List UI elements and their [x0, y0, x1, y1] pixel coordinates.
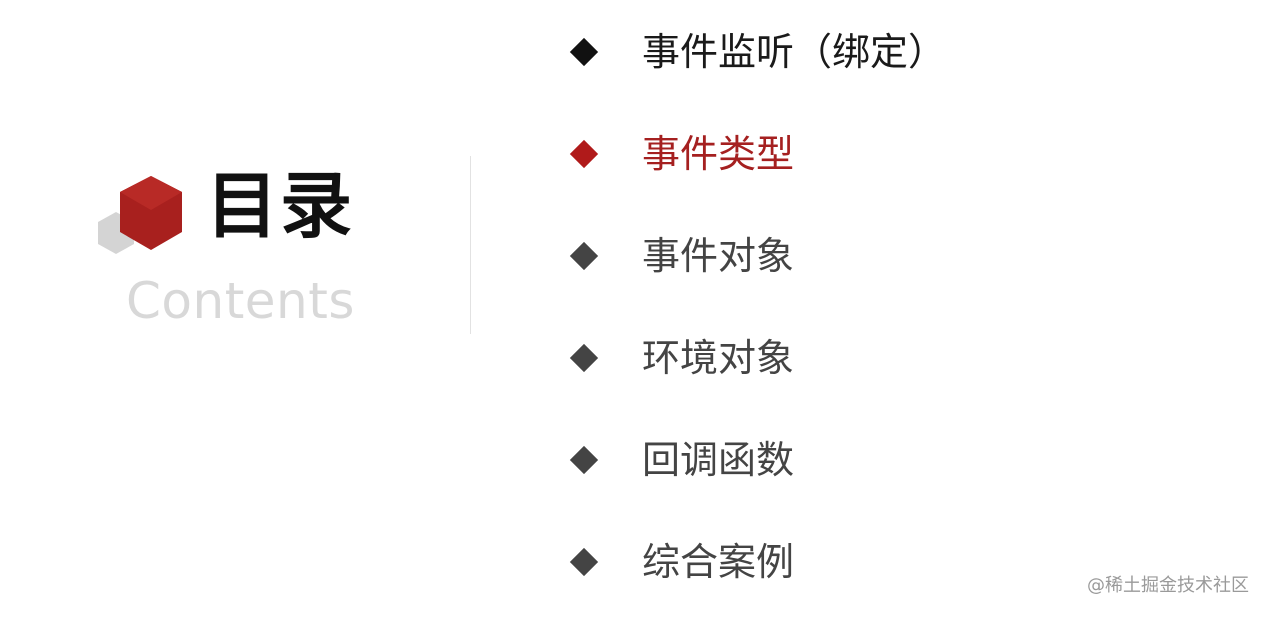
toc-item-environment-object[interactable]: 环境对象	[564, 334, 946, 436]
toc-item-comprehensive-case[interactable]: 综合案例	[564, 538, 946, 640]
toc-item-event-types[interactable]: 事件类型	[564, 130, 946, 232]
toc-menu: 事件监听（绑定） 事件类型 事件对象 环境对象 回调函数 综合案例	[564, 28, 946, 640]
diamond-bullet-icon	[564, 130, 604, 178]
diamond-bullet-icon	[564, 334, 604, 382]
hexagon-logo-icon	[98, 174, 188, 260]
diamond-bullet-icon	[564, 538, 604, 586]
toc-header: 目录 Contents	[98, 164, 388, 342]
vertical-divider	[470, 156, 471, 334]
toc-item-event-object[interactable]: 事件对象	[564, 232, 946, 334]
diamond-bullet-icon	[564, 28, 604, 76]
toc-item-label: 事件类型	[642, 132, 795, 176]
page-subtitle: Contents	[126, 272, 355, 330]
diamond-bullet-icon	[564, 232, 604, 280]
toc-item-label: 综合案例	[642, 540, 795, 584]
toc-item-event-listener[interactable]: 事件监听（绑定）	[564, 28, 946, 130]
toc-item-label: 事件监听（绑定）	[642, 30, 947, 74]
watermark: @稀土掘金技术社区	[1087, 575, 1249, 596]
page-title: 目录	[206, 164, 355, 248]
toc-item-callback-function[interactable]: 回调函数	[564, 436, 946, 538]
toc-item-label: 事件对象	[642, 234, 795, 278]
toc-item-label: 环境对象	[642, 336, 795, 380]
toc-item-label: 回调函数	[642, 438, 795, 482]
diamond-bullet-icon	[564, 436, 604, 484]
